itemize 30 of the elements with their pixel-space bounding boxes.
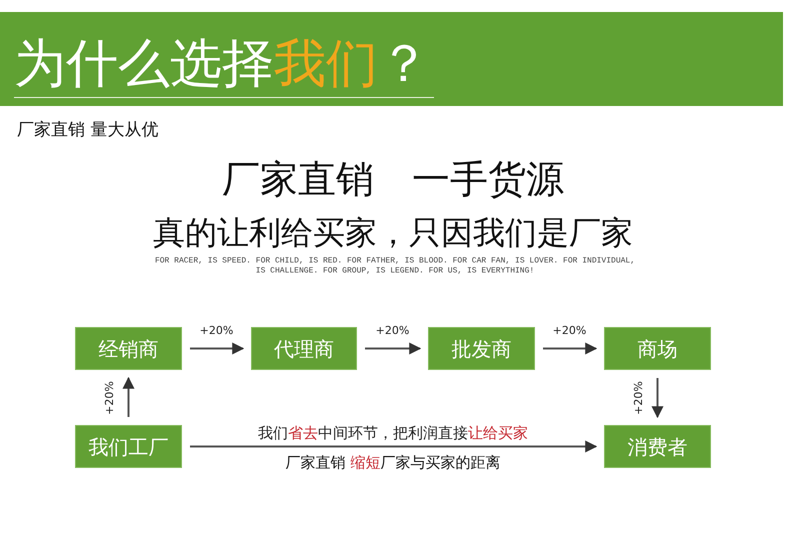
stage-box <box>75 327 182 370</box>
arrow <box>365 342 422 354</box>
arrow <box>122 376 134 417</box>
stage-box <box>428 327 535 370</box>
stage-label: 商场 <box>638 338 678 360</box>
edge-label: +20% <box>103 380 116 414</box>
edge-label: +20% <box>552 324 586 337</box>
note-text: 厂家直销 缩短厂家与买家的距离 <box>286 454 500 472</box>
stage-label: 我们工厂 <box>88 436 168 458</box>
arrow <box>652 378 664 418</box>
edge-label: +20% <box>200 324 234 337</box>
stage-label: 消费者 <box>628 436 688 458</box>
edge-label: 我们省去中间环节，把利润直接让给买家 <box>258 424 528 441</box>
stage-label: 代理商 <box>274 338 334 360</box>
tagline: 厂家直销 量大从优 <box>17 121 158 141</box>
stage-label: 经销商 <box>98 338 158 360</box>
arrow <box>190 342 244 354</box>
stage-box <box>75 425 182 468</box>
arrow <box>190 440 598 452</box>
headline: 厂家直销 一手货源 <box>222 158 564 202</box>
stage-box <box>251 327 357 370</box>
title-text: 为什么选择我们？ <box>14 36 430 92</box>
stage-label: 批发商 <box>452 338 512 360</box>
edge-label: +20% <box>376 324 410 337</box>
subheadline: 真的让利给买家，只因我们是厂家 <box>153 214 633 252</box>
arrow <box>543 342 598 354</box>
slogan-text: FOR RACER, IS SPEED. FOR CHILD, IS RED. FOR FATHER, IS BLOOD. FOR CAR FAN, IS LOVER. FOR INDIVIDUAL, IS CHALLENGE. FOR GROUP, IS LEGEND. FOR US, IS EVERYTHING! <box>154 256 636 276</box>
stage-box <box>604 327 711 370</box>
edge-label: +20% <box>632 380 645 414</box>
stage-box <box>604 425 711 468</box>
